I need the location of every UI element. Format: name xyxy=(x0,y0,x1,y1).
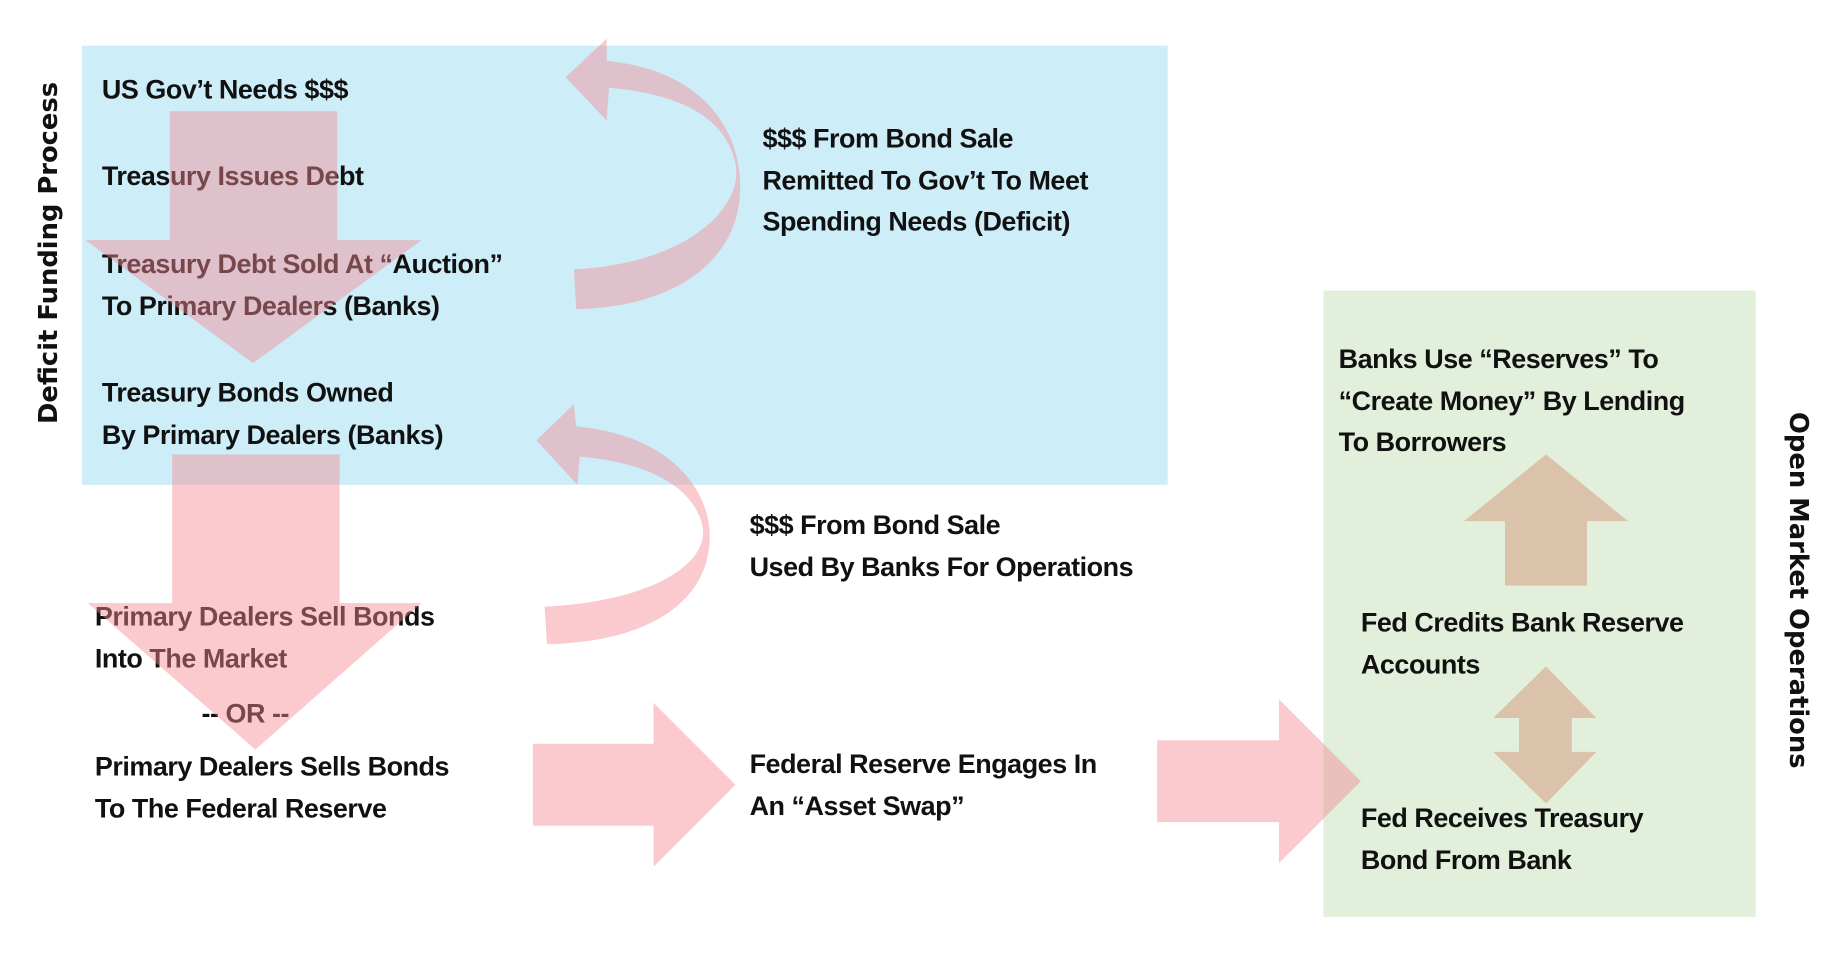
line: Fed Credits Bank Reserve xyxy=(1360,606,1684,638)
line: Used By Banks For Operations xyxy=(749,551,1134,582)
line: Fed Receives Treasury xyxy=(1360,802,1644,833)
line: By Primary Dealers (Banks) xyxy=(101,418,444,450)
line: “Create Money” By Lending xyxy=(1338,384,1685,416)
step-debt-sold: Treasury Debt Sold At “Auction” To Primar… xyxy=(102,244,503,327)
banks-lending: Banks Use “Reserves” To “Create Money” By… xyxy=(1339,338,1685,463)
line: Into The Market xyxy=(94,642,288,673)
line: Remitted To Gov’t To Meet xyxy=(762,164,1088,196)
line: An “Asset Swap” xyxy=(749,789,965,821)
line: To The Federal Reserve xyxy=(94,792,387,823)
open-market-operations-label: Open Market Operations xyxy=(1783,412,1813,769)
line: Primary Dealers Sell Bonds xyxy=(94,600,435,632)
step-gov-needs: US Gov’t Needs $$$ xyxy=(101,73,349,105)
line: Treasury Debt Sold At “Auction” xyxy=(101,248,503,279)
line: To Primary Dealers (Banks) xyxy=(101,289,440,321)
line: $$$ From Bond Sale xyxy=(749,509,1001,540)
deficit-funding-process-label: Deficit Funding Process xyxy=(34,81,64,425)
line: Bond From Bank xyxy=(1360,843,1572,875)
line: Spending Needs (Deficit) xyxy=(762,206,1071,237)
step-treasury-issues: Treasury Issues Debt xyxy=(101,160,364,191)
asset-swap: Federal Reserve Engages In An “Asset Swap… xyxy=(749,744,1098,827)
deficit-funding-panel xyxy=(81,45,1168,485)
or-label: -- OR -- xyxy=(201,698,289,729)
line: Accounts xyxy=(1360,648,1480,679)
step-bonds-owned: Treasury Bonds Owned By Primary Dealers (… xyxy=(101,372,444,455)
line: Banks Use “Reserves” To xyxy=(1338,343,1659,374)
dealers-sell-fed: Primary Dealers Sells Bonds To The Federa… xyxy=(94,746,450,829)
line: Treasury Bonds Owned xyxy=(101,377,394,408)
right-arrow-to-fed xyxy=(532,702,736,867)
line: Federal Reserve Engages In xyxy=(749,748,1098,779)
line: $$$ From Bond Sale xyxy=(762,122,1013,154)
line: To Borrowers xyxy=(1338,426,1507,457)
open-market-operations-panel xyxy=(1323,290,1756,918)
line: Primary Dealers Sells Bonds xyxy=(94,750,450,782)
